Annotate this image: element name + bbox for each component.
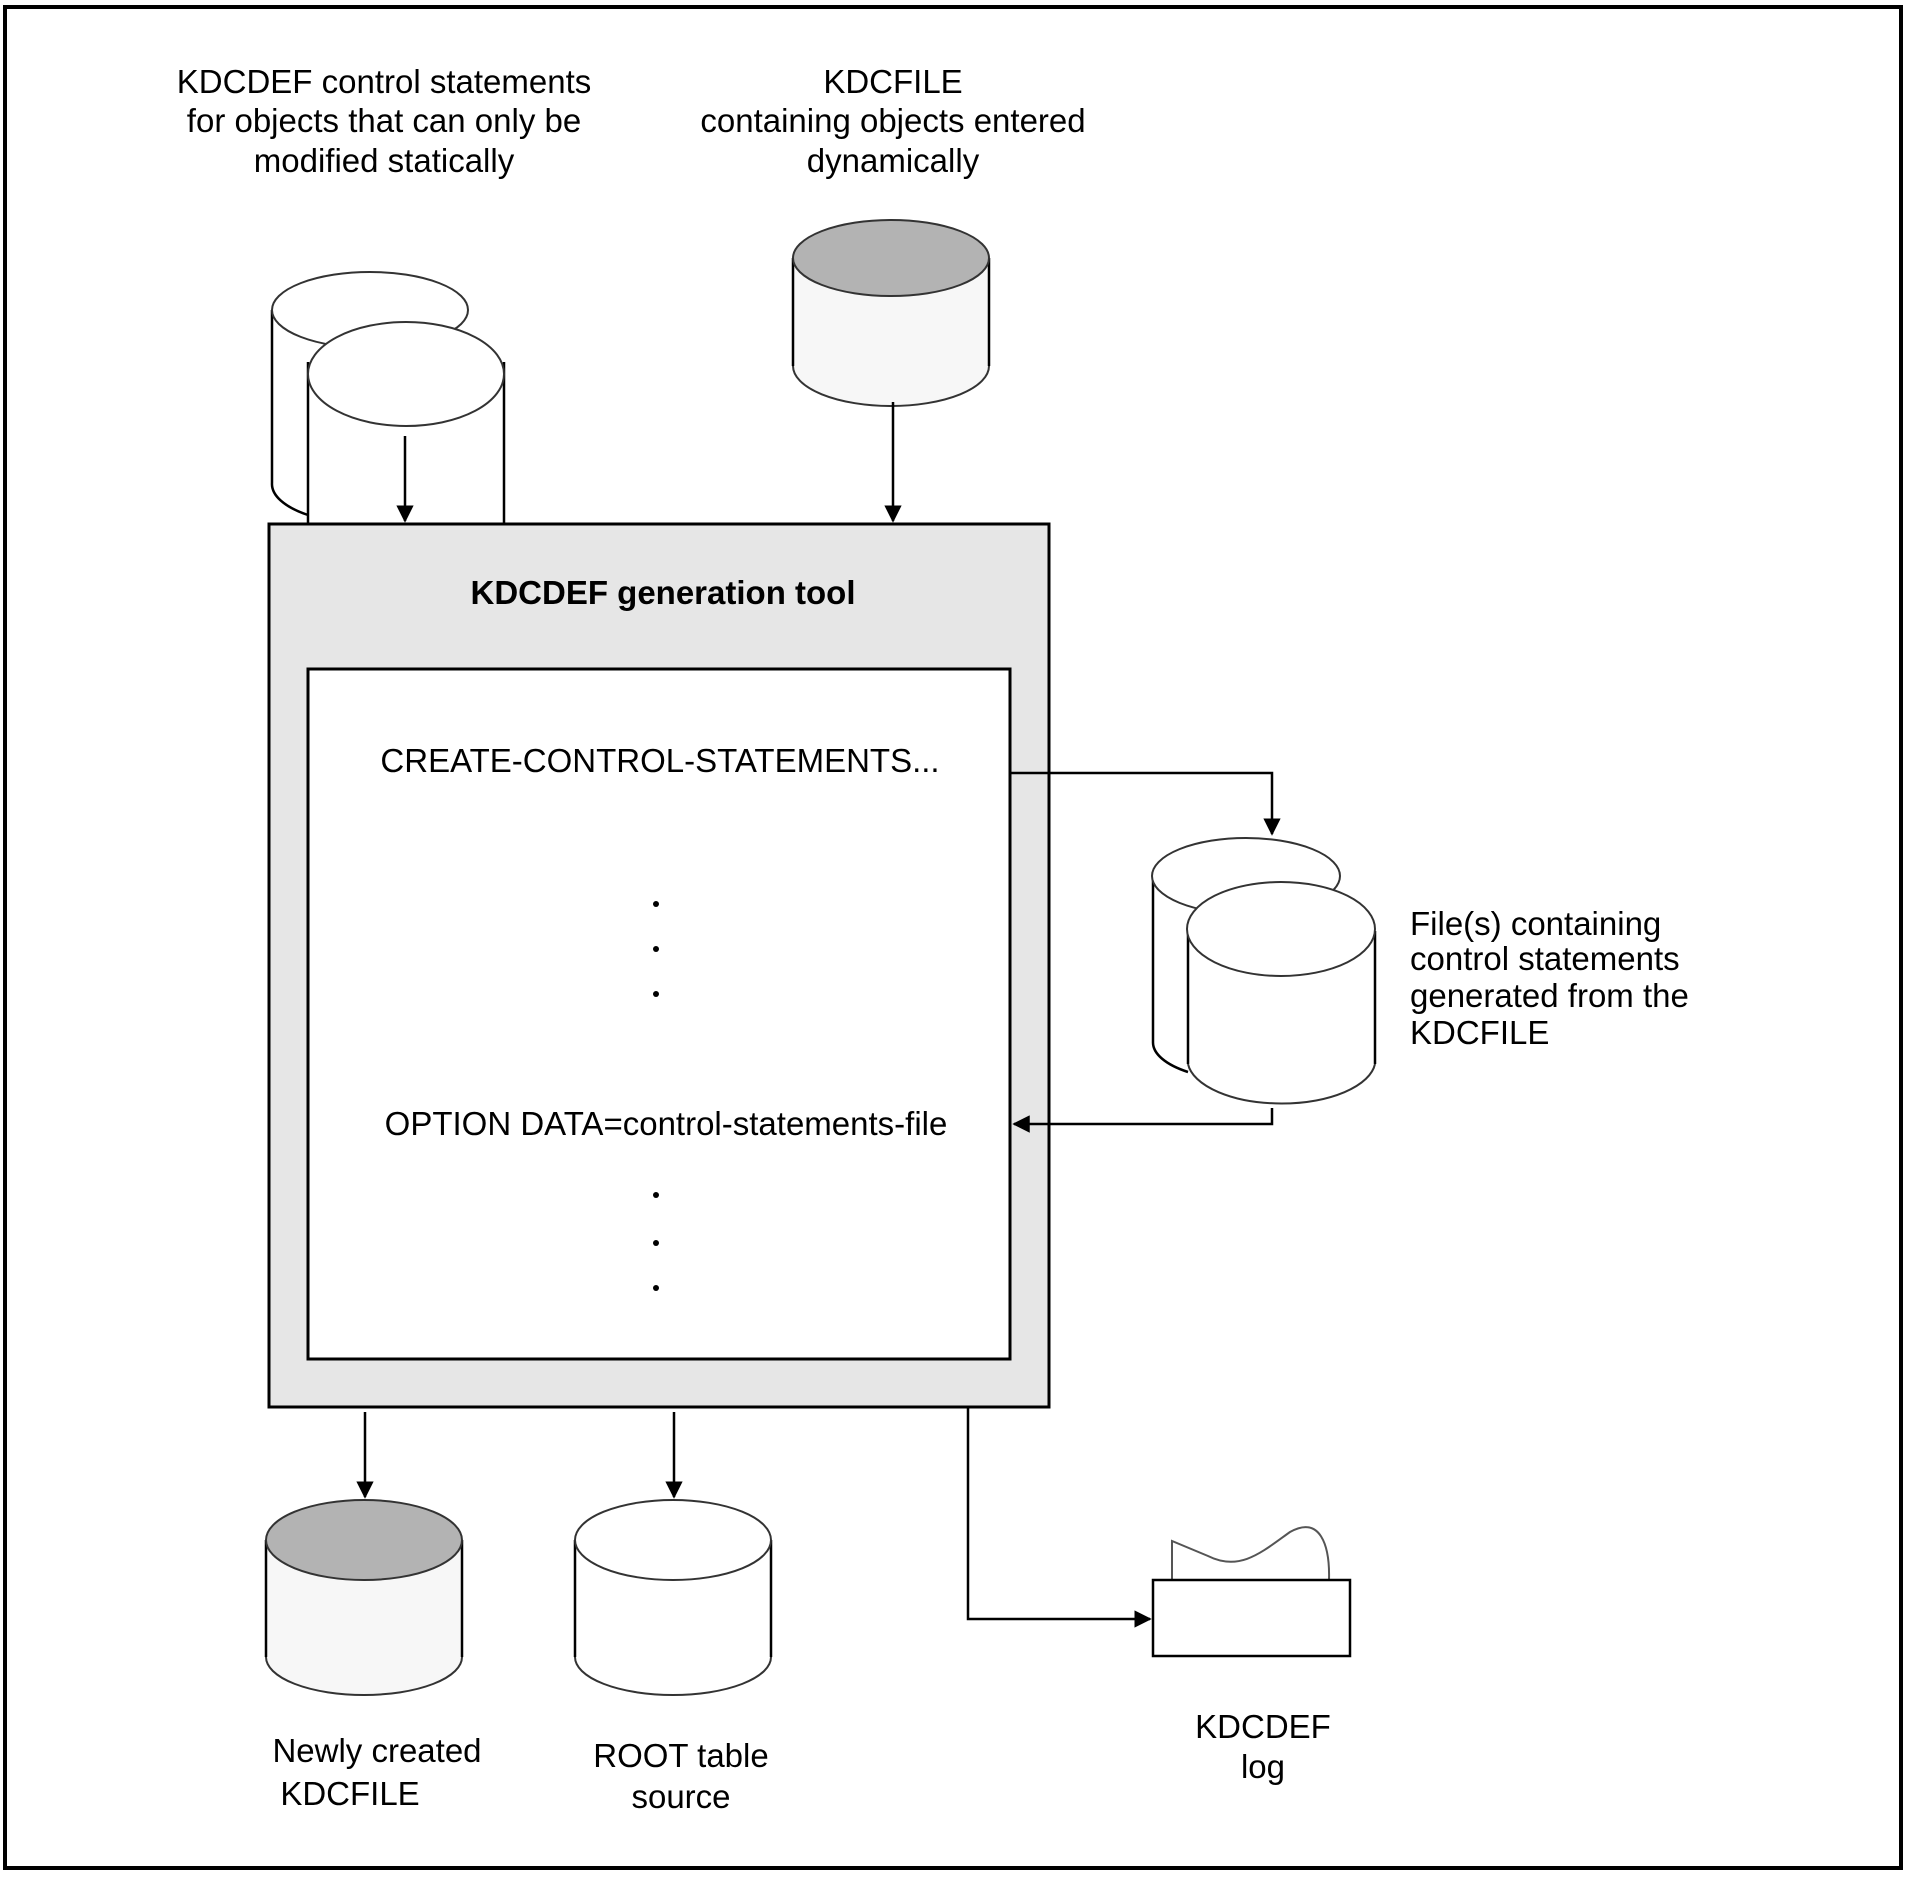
label-line: modified statically — [254, 142, 515, 179]
generation-tool-title: KDCDEF generation tool — [471, 574, 856, 611]
arrow-files-to-option — [1012, 1108, 1274, 1133]
label-line: dynamically — [807, 142, 980, 179]
printer-output-icon — [1151, 1526, 1352, 1658]
ellipsis-upper — [653, 901, 659, 997]
static-statements-label: KDCDEF control statements for objects th… — [177, 63, 591, 179]
create-control-statements: CREATE-CONTROL-STATEMENTS... — [380, 742, 939, 779]
kdcdef-log-label: KDCDEF log — [1195, 1708, 1331, 1785]
label-line: File(s) containing — [1410, 905, 1661, 942]
root-table-source-icon — [573, 1499, 773, 1696]
label-line: KDCFILE — [1410, 1014, 1549, 1051]
arrow-tool-to-log — [966, 1407, 1152, 1628]
label-line: for objects that can only be — [187, 102, 581, 139]
option-data-statement: OPTION DATA=control-statements-file — [385, 1105, 948, 1142]
label-line: source — [631, 1778, 730, 1815]
arrow-create-to-files — [1010, 771, 1281, 836]
label-line: ROOT table — [593, 1737, 768, 1774]
statements-box — [306, 667, 1012, 1361]
label-line: containing objects entered — [700, 102, 1085, 139]
ellipsis-lower — [653, 1192, 659, 1291]
label-line: Newly created — [272, 1732, 481, 1769]
label-line: control statements — [1410, 940, 1680, 977]
label-line: KDCDEF — [1195, 1708, 1331, 1745]
label-line: generated from the — [1410, 977, 1689, 1014]
root-table-source-label: ROOT table source — [593, 1737, 768, 1815]
new-kdcfile-icon — [264, 1499, 464, 1696]
label-line: KDCFILE — [280, 1775, 419, 1812]
kdcfile-input-icon — [791, 219, 991, 407]
generated-files-label: File(s) containing control statements ge… — [1410, 905, 1689, 1051]
label-line: KDCDEF control statements — [177, 63, 591, 100]
kdcfile-input-label: KDCFILE containing objects entered dynam… — [700, 63, 1085, 179]
label-line: KDCFILE — [823, 63, 962, 100]
label-line: log — [1241, 1748, 1285, 1785]
new-kdcfile-label: Newly created KDCFILE — [272, 1732, 481, 1812]
generated-files-icon — [1151, 837, 1377, 1105]
